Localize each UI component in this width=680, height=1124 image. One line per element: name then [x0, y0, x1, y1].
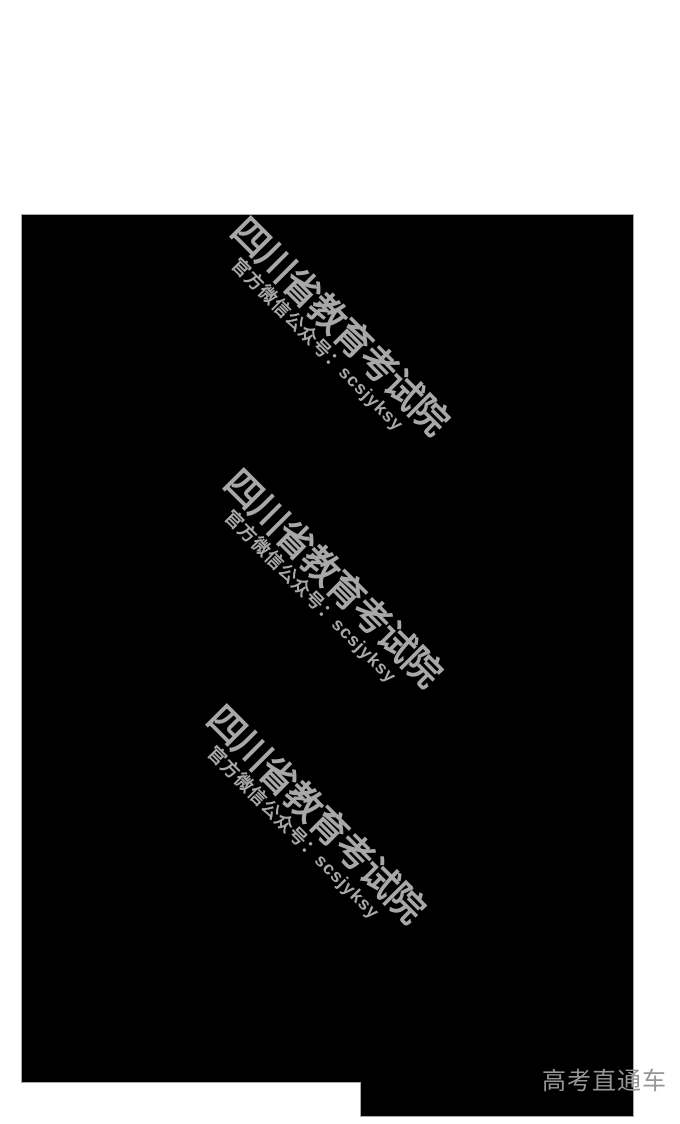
redacted-document-block — [21, 214, 634, 1083]
redacted-extension-block — [360, 1082, 634, 1117]
brand-watermark-text: 高考直通车 — [542, 1068, 667, 1095]
